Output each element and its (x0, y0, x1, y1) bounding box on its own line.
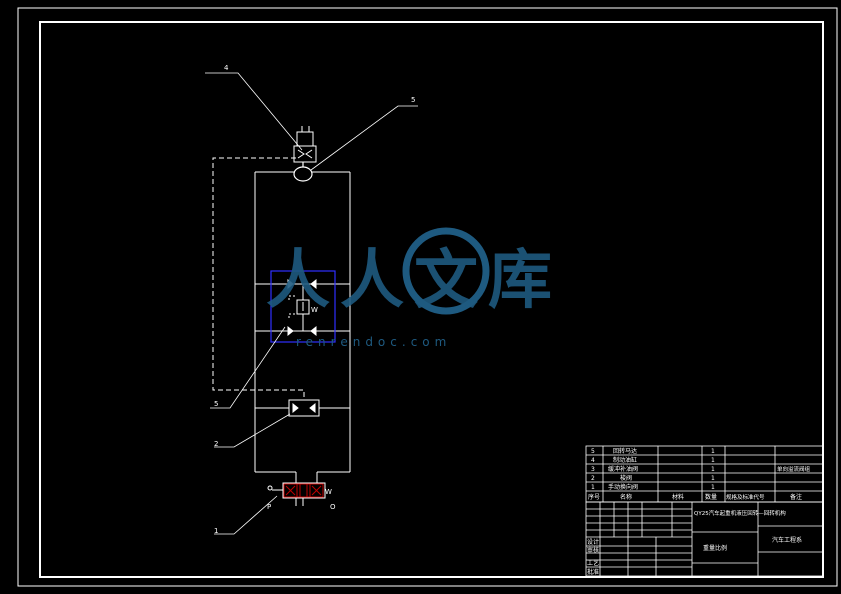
role-review: 审核 (587, 546, 599, 554)
part-row-qty: 1 (711, 466, 715, 473)
watermark-url: renrendoc.com (296, 335, 451, 349)
relief-valve-highlight (270, 270, 336, 343)
part-row-no: 5 (591, 448, 595, 455)
brake-cylinder (293, 126, 317, 163)
parts-table-text: 5 回转马达 1 4 制动油缸 1 3 缓冲补油阀 1 单向溢流阀组 2 梭阀 … (588, 447, 811, 501)
parts-header-name: 名称 (620, 493, 632, 501)
parts-header-note: 备注 (790, 493, 802, 501)
relief-spring-mark: W (311, 306, 318, 314)
role-approve: 批准 (587, 568, 599, 576)
part-row-note: 单向溢流阀组 (777, 465, 811, 473)
inner-frame (39, 21, 824, 578)
part-row-name: 缓冲补油阀 (608, 465, 638, 473)
part-row-name: 梭阀 (620, 474, 632, 482)
part-row-qty: 1 (711, 475, 715, 482)
port-o: O (330, 503, 336, 511)
school-name: 汽车工程系 (772, 536, 802, 544)
pilot-line (212, 157, 305, 400)
callout-4: 4 (224, 64, 229, 72)
part-row-no: 3 (591, 466, 595, 473)
part-row-qty: 1 (711, 457, 715, 464)
parts-header-standard: 规格及标准代号 (726, 493, 765, 501)
leader-lines (205, 72, 418, 535)
outer-frame (17, 7, 838, 587)
part-row-no: 4 (591, 457, 595, 464)
part-row-name: 回转马达 (613, 447, 637, 455)
watermark-text: 人人文库 (266, 243, 562, 318)
callout-1: 1 (214, 527, 218, 535)
watermark-logo-icon (402, 227, 490, 315)
parts-header-material: 材料 (672, 493, 684, 501)
role-design: 设计 (587, 538, 599, 546)
callout-5-motor: 5 (411, 96, 415, 104)
title-block (585, 501, 824, 577)
callout-5-valve: 5 (214, 400, 218, 408)
part-row-no: 2 (591, 475, 595, 482)
scale-label: 重量比例 (703, 544, 727, 552)
role-process: 工艺 (587, 559, 599, 567)
rotary-motor (293, 162, 313, 182)
part-row-qty: 1 (711, 484, 715, 491)
parts-header-no: 序号 (588, 493, 600, 501)
watermark: 人人文库 renrendoc.com (266, 227, 562, 349)
valve-spring-mark: W (325, 488, 332, 496)
parts-header-qty: 数量 (705, 493, 717, 501)
manual-directional-valve (267, 482, 326, 506)
shuttle-valve (288, 399, 320, 417)
part-row-no: 1 (591, 484, 595, 491)
part-row-name: 手动换向阀 (608, 483, 638, 491)
parts-table (585, 445, 824, 503)
port-p: P (267, 503, 271, 511)
title-block-text: QY25汽车起重机液压回转—回转机构 重量比例 汽车工程系 设计 审核 工艺 批… (587, 509, 802, 576)
callout-2: 2 (214, 440, 218, 448)
part-row-name: 制动油缸 (613, 456, 637, 464)
drawing-title: QY25汽车起重机液压回转—回转机构 (694, 509, 786, 517)
part-row-qty: 1 (711, 448, 715, 455)
relief-valve-group (287, 278, 317, 337)
